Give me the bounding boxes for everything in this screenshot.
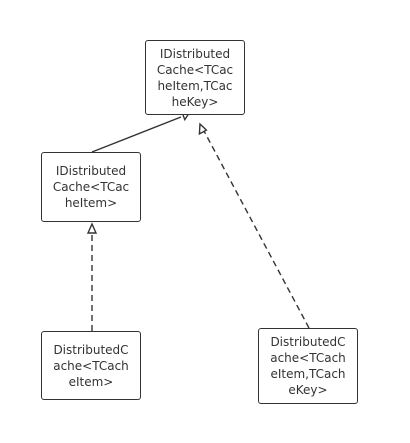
node-label: IDistributed Cache<TCac heItem> (52, 164, 130, 210)
node-label: IDistributed Cache<TCac heItem,TCac heKe… (156, 46, 234, 109)
node-idistributedcache-item-key[interactable]: IDistributed Cache<TCac heItem,TCac heKe… (145, 40, 245, 115)
node-idistributedcache-item[interactable]: IDistributed Cache<TCac heItem> (41, 152, 141, 222)
edge-inherits-item-interface-to-item-key-interface (91, 116, 182, 153)
node-distributedcache-item-key[interactable]: DistributedC ache<TCach eItem,TCach eKey… (258, 328, 358, 404)
node-label: DistributedC ache<TCach eItem,TCach eKey… (270, 335, 346, 397)
node-label: DistributedC ache<TCach eItem> (53, 342, 129, 389)
hollow-triangle-arrow-icon (198, 122, 208, 136)
edge-implements-item-key-class-to-item-key-interface (203, 130, 310, 329)
node-distributedcache-item[interactable]: DistributedC ache<TCach eItem> (41, 331, 141, 400)
hollow-triangle-arrow-icon (86, 222, 98, 234)
